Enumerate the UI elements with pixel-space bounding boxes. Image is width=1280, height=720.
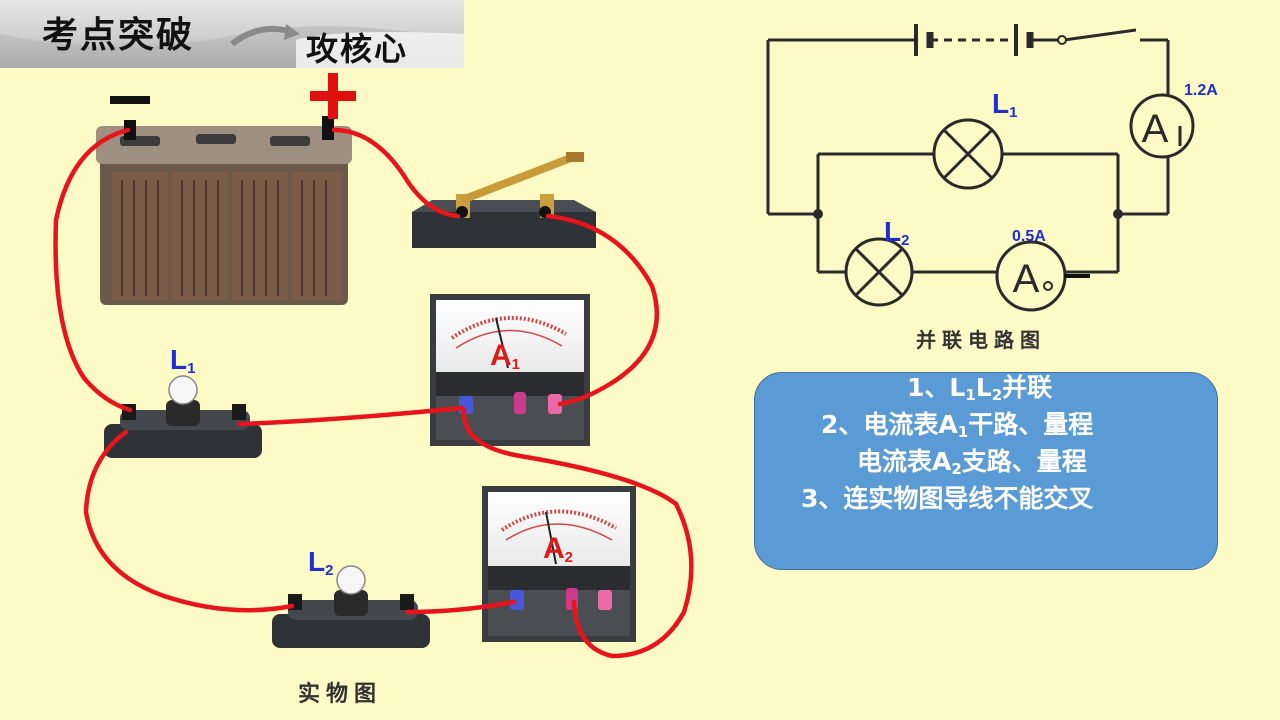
schematic-label-l1-sub: 1 (1009, 104, 1018, 121)
info-line-2-b: 干路、量程 (968, 410, 1094, 439)
banner-background (0, 0, 464, 68)
info-line-2-sub: 1 (957, 423, 969, 441)
photo-label-l1-sub: 1 (187, 360, 196, 377)
photo-caption: 实物图 (298, 681, 383, 707)
photo-label-l1-text: L (170, 344, 188, 375)
wires (53, 127, 694, 659)
page-subtitle: 攻核心 (306, 30, 409, 68)
header-banner: 考点突破 攻核心 (0, 0, 464, 68)
ammeter-symbol-a2: A (995, 240, 1090, 312)
info-line-1: 1、L1L2并联 (907, 369, 1052, 406)
lamp-holder-l1 (104, 375, 262, 458)
ammeter-symbol-a1: A (1129, 93, 1195, 159)
ammeter-a2 (482, 486, 636, 642)
info-line-1-sub2: 2 (991, 386, 1003, 404)
photo-label-a2: A2 (543, 532, 573, 566)
photo-label-a1-text: A (490, 339, 512, 372)
info-line-1-a: 1、L (907, 373, 966, 402)
schematic-label-l2-text: L (884, 216, 902, 247)
schematic-label-l2-sub: 2 (901, 232, 910, 249)
schematic-label-l1-text: L (992, 88, 1010, 119)
photo-label-l2-sub: 2 (325, 562, 334, 579)
battery (96, 116, 352, 305)
info-line-1-b: L (975, 373, 992, 402)
schematic-caption: 并联电路图 (916, 328, 1046, 352)
switch-symbol (1057, 35, 1067, 45)
info-line-1-c: 并联 (1002, 373, 1053, 402)
info-line-3-b: 支路、量程 (961, 447, 1087, 476)
photo-label-a1-sub: 1 (511, 356, 521, 373)
photo-label-l2-text: L (308, 546, 326, 577)
minus-icon (110, 96, 150, 104)
photo-label-a2-sub: 2 (564, 549, 574, 566)
info-line-2: 2、电流表A1干路、量程 (821, 406, 1093, 443)
photo-label-a1: A1 (490, 339, 520, 373)
battery-symbol (914, 24, 1034, 56)
plus-icon (310, 73, 356, 119)
info-line-2-a: 2、电流表A (821, 410, 958, 439)
page-title: 考点突破 (42, 14, 195, 56)
ammeter-a1 (430, 294, 590, 446)
knife-switch (412, 152, 596, 248)
info-line-3-a: 电流表A (857, 447, 952, 476)
photo-label-l2: L2 (308, 546, 333, 578)
schematic-reading-a2: 0.5A (1012, 228, 1046, 245)
info-box: 1、L1L2并联 2、电流表A1干路、量程 电流表A2支路、量程 3、连实物图导… (754, 372, 1218, 570)
svg-text:A: A (1013, 257, 1040, 301)
schematic-label-l2: L2 (884, 216, 909, 248)
lamp-holder-l2 (272, 565, 430, 648)
schematic-diagram (766, 28, 1170, 274)
junction-left (813, 209, 823, 219)
lamp-symbol-l2 (844, 237, 914, 307)
photo-label-l1: L1 (170, 344, 195, 376)
photo-label-a2-text: A (543, 532, 565, 565)
svg-text:A: A (1142, 107, 1169, 151)
info-line-1-sub1: 1 (965, 386, 976, 404)
lamp-symbol-l1 (932, 118, 1004, 190)
junction-right (1113, 209, 1123, 219)
info-line-3: 电流表A2支路、量程 (857, 443, 1087, 480)
info-line-4: 3、连实物图导线不能交叉 (801, 484, 1094, 513)
schematic-reading-a1: 1.2A (1184, 82, 1218, 99)
info-line-3-sub: 2 (951, 460, 962, 478)
schematic-label-l1: L1 (992, 88, 1017, 120)
